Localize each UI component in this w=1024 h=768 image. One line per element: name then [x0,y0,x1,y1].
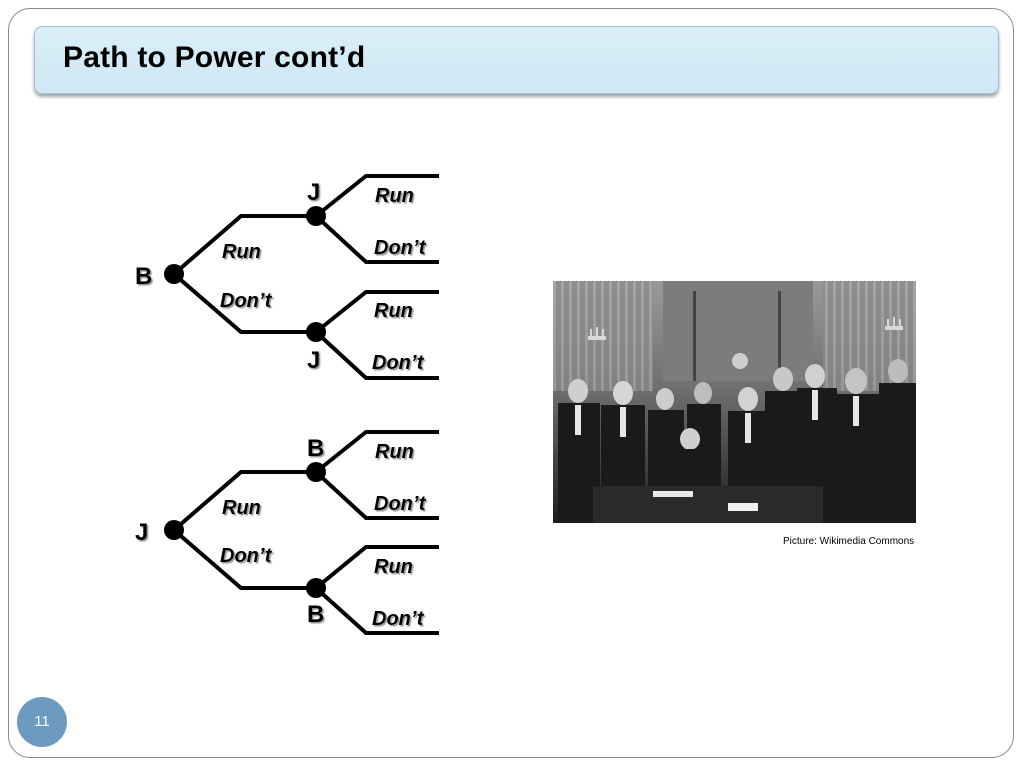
page-title: Path to Power cont’d [63,41,366,74]
tree1-branch-run-label: Run [222,241,261,263]
tree1-upper-node-label: J [307,179,320,206]
tree2-upper-run-label: Run [375,441,414,463]
tree1-lower-run-label: Run [374,300,413,322]
tree2-branch-upper [171,470,318,533]
tree2-branch-lower [171,527,318,590]
tree2-upper-run [313,430,439,475]
tree2-lower-node [306,578,326,598]
tree2-branch-run-label: Run [222,497,261,519]
page-number: 11 [34,713,50,730]
tree2-upper-dont-label: Don’t [374,493,427,515]
tree1-root-node [164,264,184,284]
tree1-upper-dont [313,213,439,264]
tree2-branch-dont-label: Don’t [220,545,273,567]
tree1-lower-dont [313,329,439,380]
title-bar: Path to Power cont’d [34,26,999,94]
page-number-badge: 11 [17,697,67,747]
tree2-lower-node-label: B [307,601,324,628]
tree1-upper-run [313,174,439,219]
tree2-upper-node-label: B [307,435,324,462]
game-tree-1 [171,174,439,380]
tree1-lower-node [306,322,326,342]
tree1-branch-lower [171,271,318,334]
tree2-root-node [164,520,184,540]
tree1-lower-run [313,290,439,335]
game-tree-2 [171,430,439,635]
tree2-lower-dont [313,585,439,635]
tree2-lower-dont-label: Don’t [372,608,425,630]
photo-image [553,281,916,523]
tree2-upper-node [306,462,326,482]
tree1-upper-dont-label: Don’t [374,237,427,259]
tree1-upper-node [306,206,326,226]
historical-photo [553,281,916,523]
tree1-branch-upper [171,214,318,277]
tree1-branch-dont-label: Don’t [220,290,273,312]
photo-caption: Picture: Wikimedia Commons [783,536,915,547]
tree1-lower-dont-label: Don’t [372,352,425,374]
tree1-upper-run-label: Run [375,185,414,207]
tree2-lower-run-label: Run [374,556,413,578]
tree2-upper-dont [313,469,439,520]
tree2-root-label: J [135,519,148,546]
tree1-lower-node-label: J [307,347,320,374]
tree1-root-label: B [135,263,152,290]
tree2-lower-run [313,545,439,591]
